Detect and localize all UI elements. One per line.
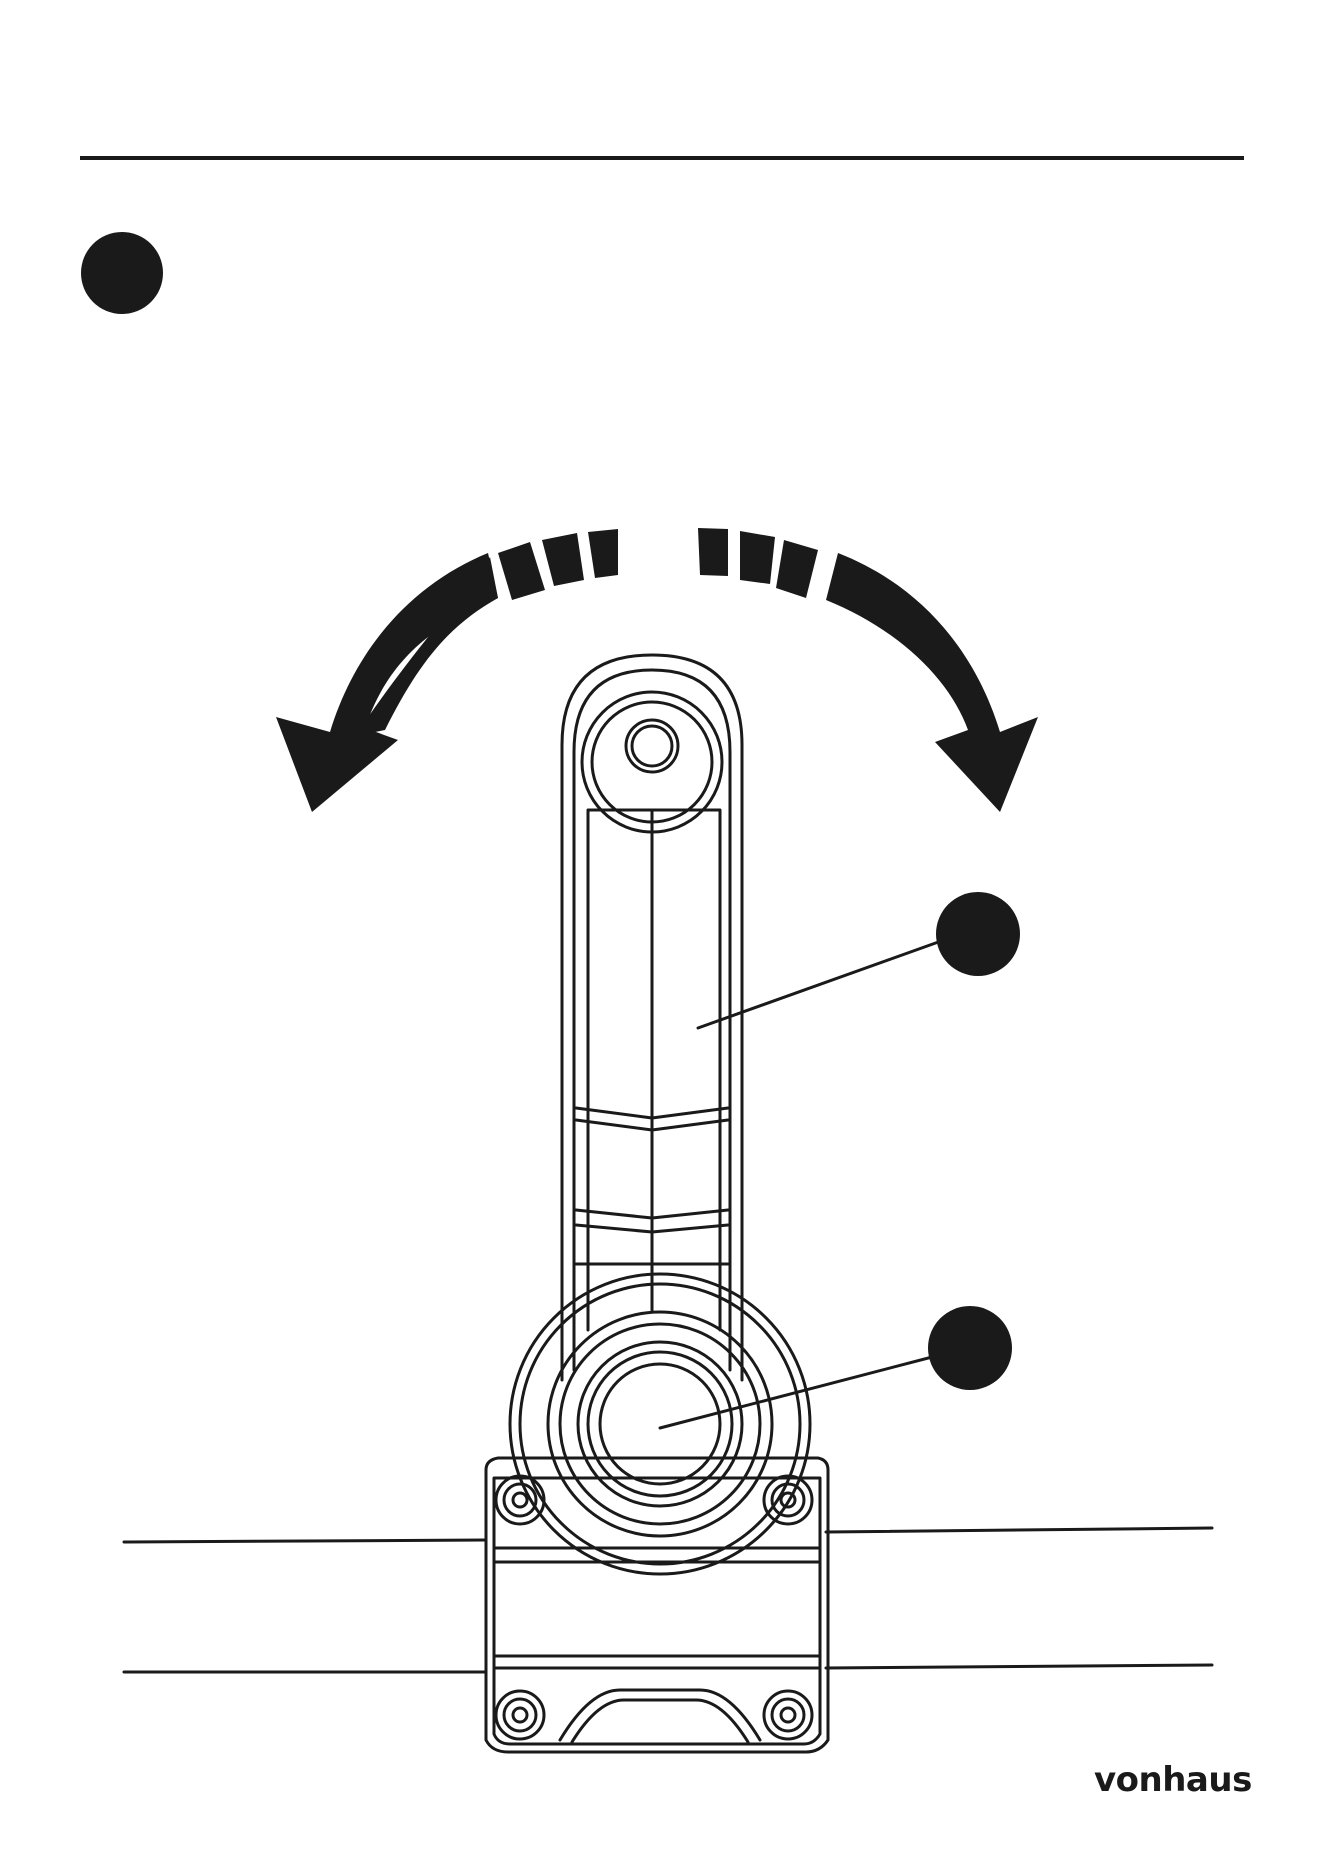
brand-logo: vonhaus (1094, 1760, 1252, 1800)
callout-badge-knob (928, 1306, 1012, 1390)
handlebar (124, 1528, 1212, 1672)
rotate-left-arrow-icon (276, 529, 618, 812)
callout-badge-arm (936, 892, 1020, 976)
rotate-right-arrow-icon (698, 528, 1038, 812)
rotating-knob (510, 1274, 810, 1574)
adjustment-arm (562, 655, 742, 1380)
